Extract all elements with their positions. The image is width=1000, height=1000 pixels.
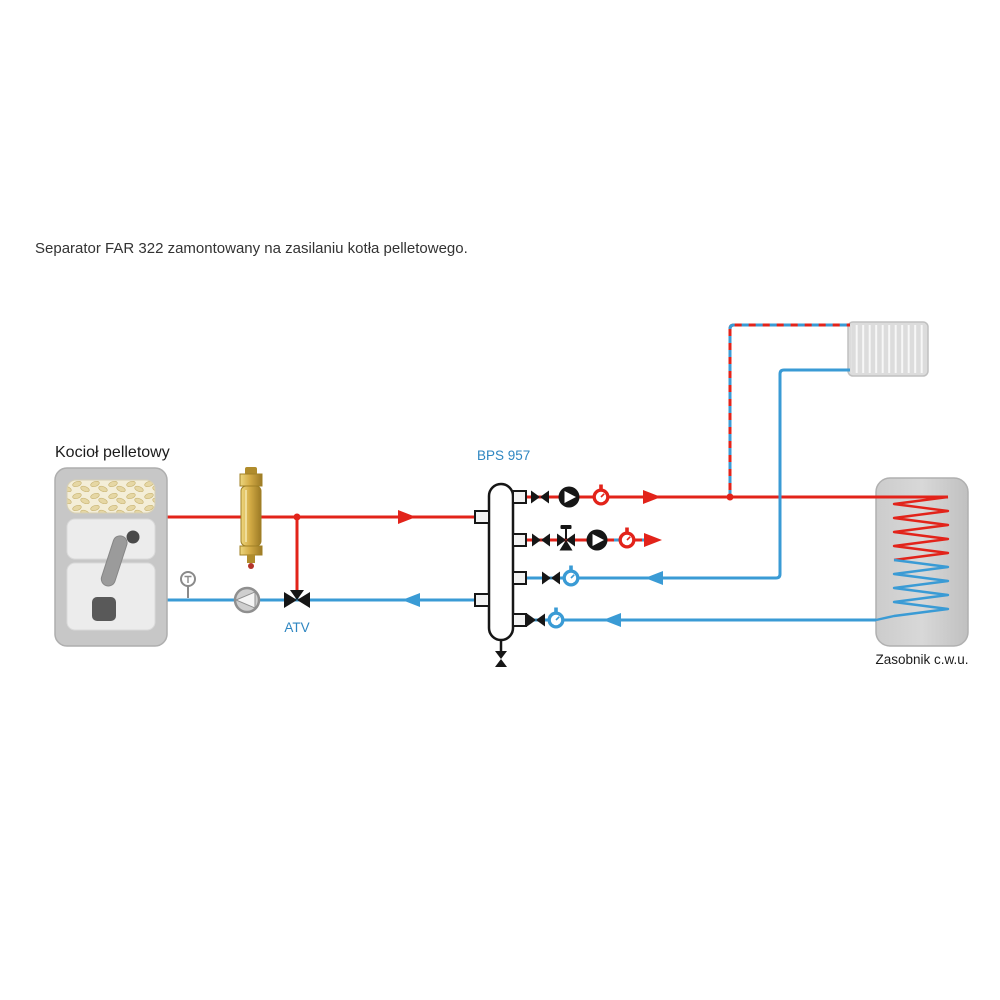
far-body — [240, 485, 262, 547]
supply-gauge-icon — [592, 484, 610, 506]
boiler-door-handle — [92, 597, 116, 621]
dhw-tank-coil-return — [875, 558, 950, 622]
flow-arrow-branch1 — [643, 490, 661, 504]
atv-label: ATV — [284, 620, 309, 635]
radiator-supply-riser-dash — [728, 323, 850, 497]
pipe-junction — [293, 513, 301, 521]
ball-valve-icon — [542, 571, 560, 585]
flow-arrow-branch3 — [645, 571, 663, 585]
atv-3way-valve-icon — [284, 590, 310, 608]
separator-stub-right-1 — [512, 490, 527, 504]
tank-label: Zasobnik c.w.u. — [875, 652, 968, 667]
far-hex-bottom — [239, 545, 263, 556]
boiler-label: Kocioł pelletowy — [55, 444, 170, 461]
flow-arrow-supply — [398, 510, 416, 524]
drain-valve-icon — [495, 640, 507, 667]
return-gauge-icon — [547, 607, 565, 629]
radiator-return-pipe — [505, 368, 850, 580]
pellet-boiler-icon — [54, 467, 168, 647]
pipe-junction — [726, 493, 734, 501]
far-hex-top — [239, 473, 263, 487]
dhw-tank-coil-icon — [892, 495, 950, 562]
pellet-window — [66, 479, 156, 514]
separator-stub-left-return — [474, 593, 490, 607]
thermometer-icon — [180, 571, 196, 598]
far-drain-knob — [248, 563, 254, 569]
circulation-pump-icon — [233, 586, 261, 614]
hydraulic-separator-icon — [474, 482, 527, 667]
bps-label: BPS 957 — [477, 448, 530, 463]
boiler-lever — [100, 535, 128, 587]
dhw-tank-body — [875, 477, 969, 647]
radiator-supply-riser — [728, 323, 850, 497]
radiator-fins — [851, 325, 925, 373]
separator-stub-left-supply — [474, 510, 490, 524]
separator-stub-right-4 — [512, 613, 527, 627]
separator-body — [487, 482, 515, 642]
flow-arrow-return — [402, 593, 420, 607]
ball-valve-icon — [527, 613, 545, 627]
3way-mixing-valve-icon — [557, 525, 575, 551]
flow-arrow-branch2 — [644, 533, 662, 547]
radiator-icon — [847, 321, 929, 377]
far-322-separator-icon — [239, 467, 263, 569]
flow-arrow-branch4 — [603, 613, 621, 627]
boiler-knob — [126, 530, 140, 544]
ball-valve-icon — [531, 490, 549, 504]
pump-icon — [558, 486, 580, 508]
separator-stub-right-2 — [512, 533, 527, 547]
return-gauge-icon — [562, 565, 580, 587]
separator-stub-right-3 — [512, 571, 527, 585]
supply-gauge-icon — [618, 527, 636, 549]
pump-icon — [586, 529, 608, 551]
dhw-tank — [875, 477, 969, 647]
diagram-title: Separator FAR 322 zamontowany na zasilan… — [35, 240, 468, 257]
ball-valve-icon — [532, 533, 550, 547]
far-drain — [247, 555, 255, 563]
far-top-cap — [245, 467, 257, 475]
